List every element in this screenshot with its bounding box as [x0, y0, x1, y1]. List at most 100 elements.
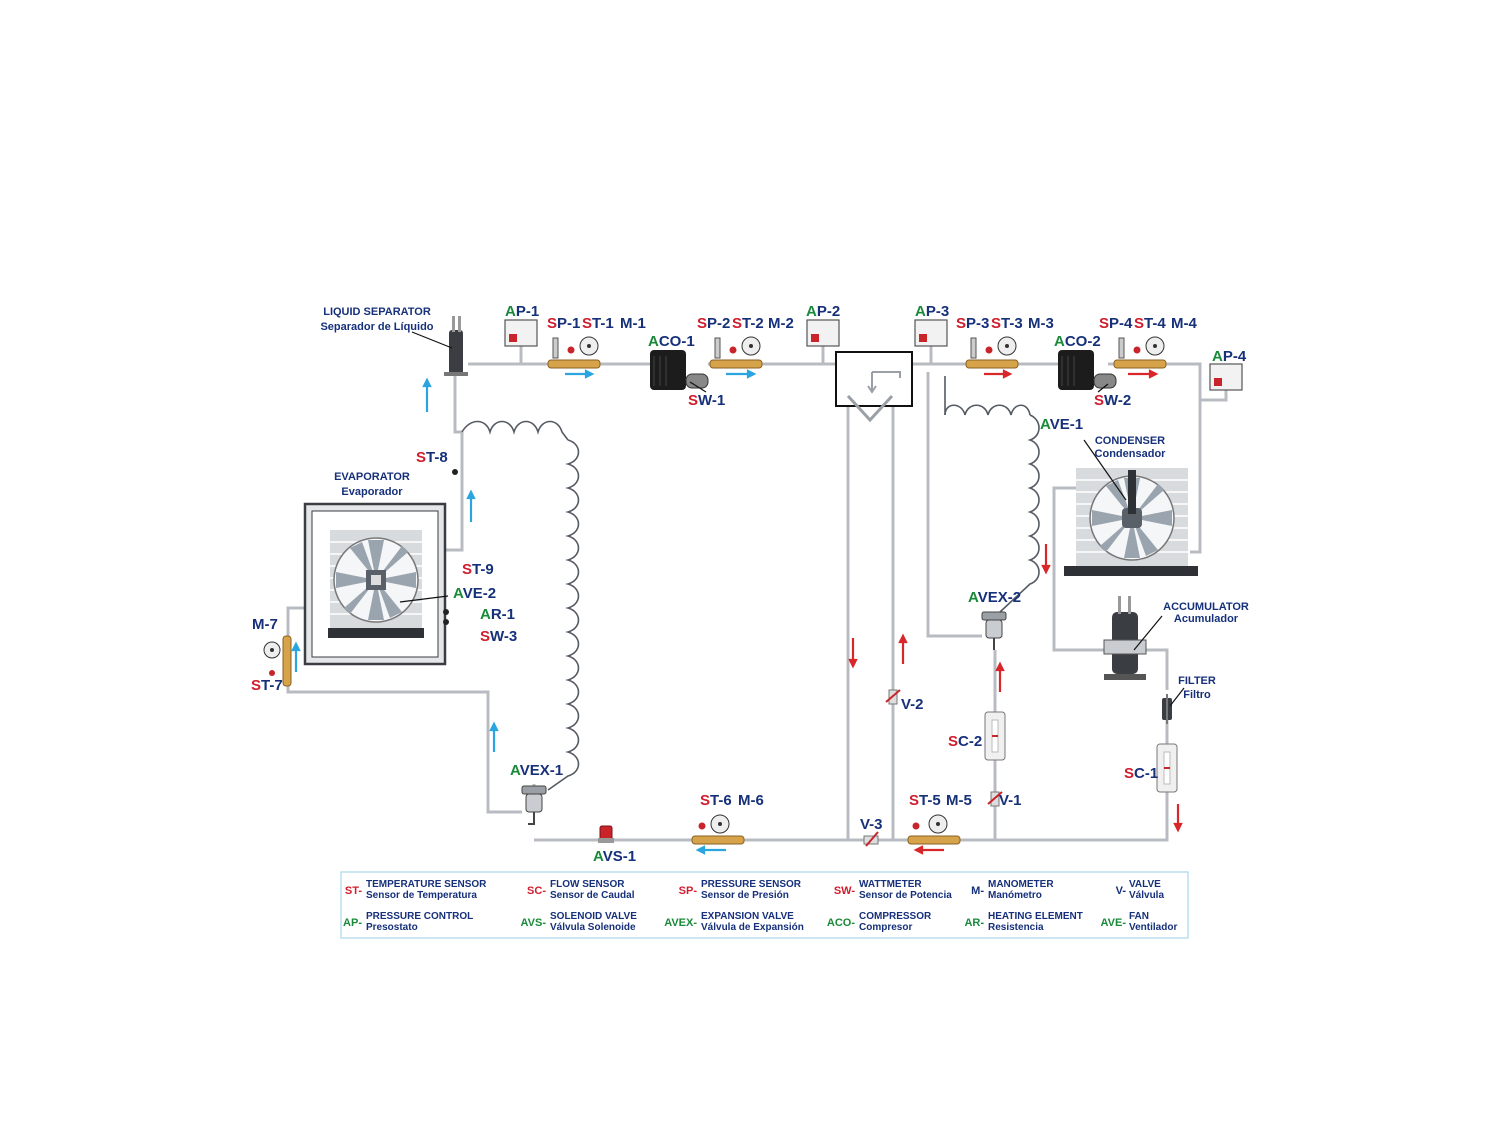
tag-st6: ST-6	[700, 792, 732, 809]
accumulator-caption: ACCUMULATOR Acumulador	[1163, 601, 1249, 625]
accumulator-title: ACCUMULATOR	[1163, 601, 1249, 613]
tag-sw2: SW-2	[1094, 392, 1131, 409]
flow-sensor-icon	[984, 711, 1006, 761]
tag-m5: M-5	[946, 792, 972, 809]
sensor-bar-icon	[907, 814, 961, 845]
tag-prefix: A	[593, 848, 604, 865]
sensor-bar-icon	[1113, 336, 1167, 369]
legend-spanish: Sensor de Presión	[701, 890, 789, 901]
tag-prefix: S	[480, 628, 490, 645]
tag-prefix: S	[416, 449, 426, 466]
tag-prefix: A	[1040, 416, 1051, 433]
tag-number: VEX-1	[520, 762, 563, 779]
legend-spanish: Presostato	[366, 922, 418, 933]
legend-spanish: Válvula	[1129, 890, 1164, 901]
tag-prefix: S	[251, 677, 261, 694]
legend-code: AVE-	[1101, 917, 1127, 929]
tag-sw1: SW-1	[688, 392, 725, 409]
tag-number: P-4	[1223, 348, 1247, 365]
tag-number: M-1	[620, 315, 646, 332]
filter-caption: FILTER Filtro	[1178, 675, 1216, 701]
tag-m4: M-4	[1171, 315, 1197, 332]
tag-sp3: SP-3	[956, 315, 989, 332]
liquid-separator-title: LIQUID SEPARATOR	[323, 306, 431, 318]
tag-m6: M-6	[738, 792, 764, 809]
tag-number: V-1	[999, 792, 1022, 809]
tag-number: P-1	[516, 303, 539, 320]
legend-english: WATTMETER	[859, 879, 922, 890]
liquid-separator-subtitle: Separador de Líquido	[320, 321, 433, 333]
legend-spanish: Compresor	[859, 922, 912, 933]
tag-ap2: AP-2	[806, 303, 840, 320]
legend-spanish: Válvula Solenoide	[550, 922, 636, 933]
tag-sp1: SP-1	[547, 315, 580, 332]
wattmeter-dot-icon	[443, 619, 449, 625]
tag-ap3: AP-3	[915, 303, 949, 320]
compressor-icon	[1058, 350, 1117, 390]
legend-code: SP-	[679, 885, 698, 897]
tag-number: V-3	[860, 816, 883, 833]
tag-prefix: S	[956, 315, 966, 332]
tag-number: P-1	[557, 315, 580, 332]
sensor-bar-icon	[263, 635, 292, 687]
leader-lines	[399, 331, 1185, 707]
expansion-valve-icon	[521, 785, 547, 825]
tag-prefix: A	[806, 303, 817, 320]
tag-number: M-2	[768, 315, 794, 332]
tag-sp2: SP-2	[697, 315, 730, 332]
tag-prefix: S	[909, 792, 919, 809]
legend-code: AVEX-	[664, 917, 697, 929]
legend-code: ACO-	[827, 917, 855, 929]
compressor-icon	[650, 350, 709, 390]
legend-spanish: Sensor de Temperatura	[366, 890, 477, 901]
tag-aco1: ACO-1	[648, 333, 695, 350]
filter-icon	[1162, 694, 1172, 724]
tag-number: T-8	[426, 449, 448, 466]
tag-ar1: AR-1	[480, 606, 515, 623]
tag-v3: V-3	[860, 816, 883, 833]
tag-number: M-3	[1028, 315, 1054, 332]
tag-number: VE-1	[1050, 416, 1083, 433]
pressure-control-icon	[1209, 363, 1243, 391]
tag-number: R-1	[491, 606, 515, 623]
tag-prefix: S	[1134, 315, 1144, 332]
tag-number: VE-2	[463, 585, 496, 602]
evaporator-caption: EVAPORATOR Evaporador	[334, 471, 410, 498]
tag-number: VEX-2	[978, 589, 1021, 606]
legend-code: SC-	[527, 885, 546, 897]
legend-code: V-	[1116, 885, 1127, 897]
tag-number: T-2	[742, 315, 764, 332]
legend-english: SOLENOID VALVE	[550, 911, 637, 922]
legend-english: FAN	[1129, 911, 1149, 922]
tag-number: CO-1	[659, 333, 695, 350]
tag-prefix: A	[453, 585, 464, 602]
tag-number: P-2	[707, 315, 730, 332]
pressure-control-icon	[914, 319, 948, 347]
tag-number: T-4	[1144, 315, 1166, 332]
tag-number: M-6	[738, 792, 764, 809]
tag-number: W-2	[1104, 392, 1131, 409]
tag-number: T-6	[710, 792, 732, 809]
legend-english: VALVE	[1129, 879, 1161, 890]
legend-code: ST-	[345, 885, 362, 897]
legend-spanish: Manómetro	[988, 890, 1042, 901]
tag-sp4: SP-4	[1099, 315, 1133, 332]
filter-title: FILTER	[1178, 675, 1216, 687]
expansion-valve-icon	[981, 611, 1007, 650]
legend-english: MANOMETER	[988, 879, 1054, 890]
condenser-icon	[1064, 468, 1198, 576]
flow-sensor-icon	[1156, 743, 1178, 793]
valve-icon	[987, 791, 1003, 807]
legend-english: PRESSURE CONTROL	[366, 911, 473, 922]
tag-number: M-5	[946, 792, 972, 809]
tag-number: T-9	[472, 561, 494, 578]
evaporator-title: EVAPORATOR	[334, 471, 410, 483]
tag-prefix: S	[991, 315, 1001, 332]
